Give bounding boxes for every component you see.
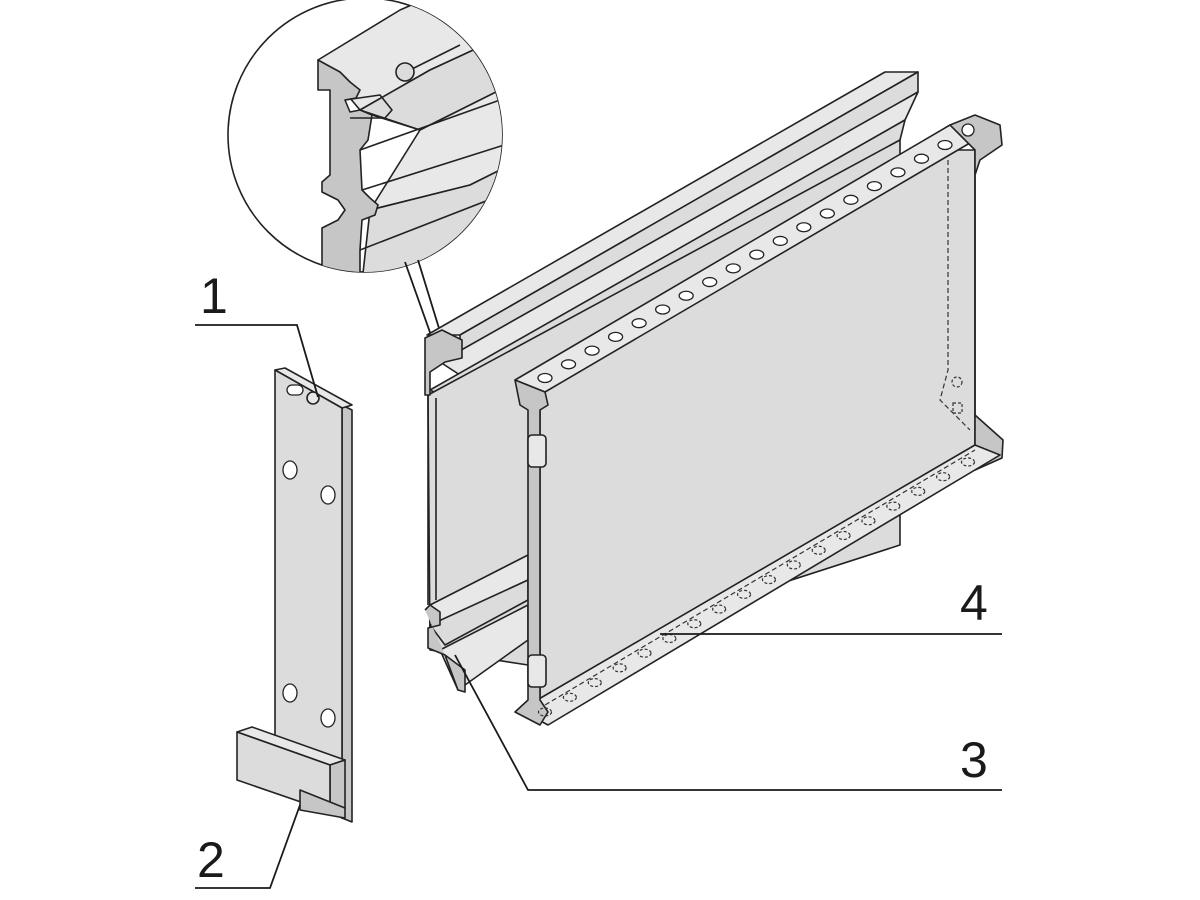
hidden-perforation-hole: [911, 486, 926, 497]
hidden-perforation-hole: [562, 692, 577, 702]
callout-4: 4: [960, 575, 988, 631]
hidden-perforation-hole: [761, 575, 777, 585]
plate-hole-3: [282, 683, 298, 703]
hidden-perforation-hole: [960, 457, 976, 467]
callout-2-leader: [195, 804, 301, 889]
hidden-perforation-hole: [687, 619, 702, 629]
perforation-hole: [607, 331, 624, 343]
mounting-clip-lower: [527, 654, 547, 688]
perforation-hole: [678, 290, 694, 301]
part-1-front-plate: [274, 367, 353, 823]
perforation-hole: [725, 263, 741, 274]
part-2-handle: [236, 726, 346, 819]
rail-profile-detail: [317, 0, 502, 272]
perforation-hole: [890, 167, 906, 178]
hidden-perforation-hole: [836, 530, 851, 541]
bottom-perforation-holes: [537, 457, 976, 717]
perforation-hole: [584, 345, 600, 356]
plate-hole-4: [320, 708, 336, 728]
callout-2: 2: [197, 832, 225, 888]
perforation-hole: [654, 304, 671, 315]
plate-hole-1: [282, 460, 298, 480]
hidden-perforation-hole: [637, 648, 652, 658]
perforation-hole: [772, 235, 788, 247]
hidden-perforation-hole: [537, 707, 553, 717]
hidden-perforation-hole: [886, 501, 901, 511]
hidden-perforation-hole: [612, 663, 627, 673]
magnifier-leader-left: [404, 261, 433, 339]
callout-1-leader: [195, 324, 319, 398]
hidden-perforation-hole: [811, 545, 826, 555]
plate-screw: [306, 391, 320, 405]
hidden-perforation-hole: [712, 604, 727, 614]
top-perforation-holes: [537, 139, 953, 384]
hidden-perforation-hole: [786, 560, 801, 570]
plate-slot: [286, 384, 304, 396]
perforation-hole: [537, 372, 553, 384]
part-4-perforated-tray: [514, 114, 1004, 726]
perforation-hole: [913, 153, 930, 164]
perforation-hole: [843, 194, 859, 205]
side-hole-lower: [952, 402, 963, 414]
perforation-hole: [819, 208, 836, 219]
callout-1: 1: [200, 268, 228, 324]
callout-3-leader: [454, 654, 1002, 791]
plate-hole-2: [320, 485, 336, 505]
hidden-perforation-hole: [936, 472, 951, 482]
perforation-hole: [560, 359, 577, 370]
detail-magnifier: [227, 0, 503, 339]
hidden-perforation-hole: [736, 589, 752, 599]
magnifier-leader-right: [417, 259, 443, 339]
hidden-perforation-hole: [861, 516, 876, 526]
perforation-hole: [702, 276, 718, 288]
hidden-perforation-hole: [662, 633, 677, 644]
perforation-hole: [937, 139, 953, 151]
mounting-clip-upper: [527, 434, 547, 468]
callout-3: 3: [960, 732, 988, 788]
hidden-perforation-hole: [587, 677, 602, 688]
perforation-hole: [866, 180, 883, 192]
perforation-hole: [749, 249, 765, 260]
perforation-hole: [796, 222, 812, 233]
side-hole-upper: [951, 376, 963, 388]
perforation-hole: [631, 318, 647, 329]
corner-hole: [961, 123, 975, 137]
